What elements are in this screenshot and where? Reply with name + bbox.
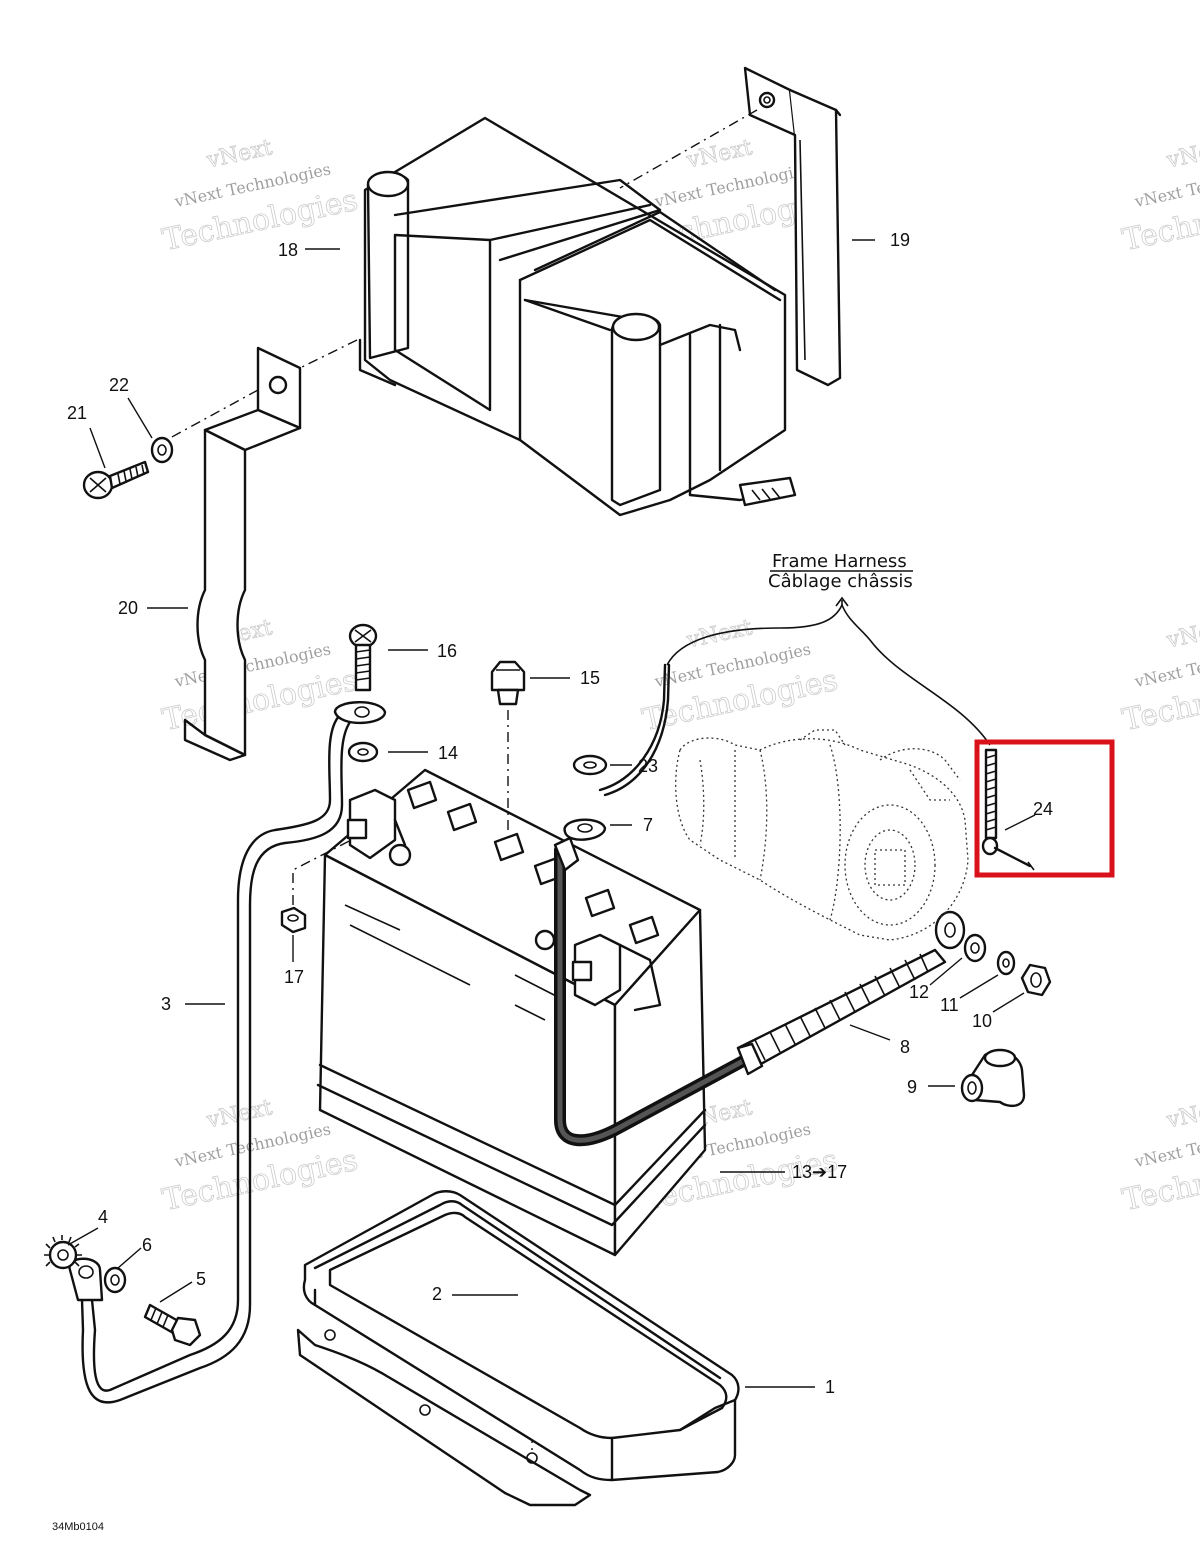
part-washer-11 bbox=[996, 950, 1016, 976]
part-washer-6 bbox=[103, 1266, 127, 1294]
part-strap-bracket bbox=[169, 346, 302, 762]
watermark: vNext vNext Technologies Technologies bbox=[639, 615, 841, 739]
callout-1: 1 bbox=[825, 1377, 835, 1397]
callout-9: 9 bbox=[907, 1077, 917, 1097]
callout-20: 20 bbox=[118, 598, 138, 618]
callout-22: 22 bbox=[109, 375, 129, 395]
part-ground-cable bbox=[68, 701, 387, 1404]
callout-6: 6 bbox=[142, 1235, 152, 1255]
watermark: vNext vNext Technologies Technologies bbox=[1119, 1095, 1200, 1219]
part-terminal-cover bbox=[960, 1048, 1026, 1108]
callout-10: 10 bbox=[972, 1011, 992, 1031]
callout-12: 12 bbox=[909, 982, 929, 1002]
watermark: vNext vNext Technologies Technologies bbox=[159, 135, 361, 259]
callout-13-17: 13➔17 bbox=[792, 1162, 847, 1182]
drawing-code: 34Mb0104 bbox=[52, 1521, 104, 1533]
callout-16: 16 bbox=[437, 641, 457, 661]
part-nut-17 bbox=[280, 837, 356, 934]
part-screw-21 bbox=[82, 460, 150, 500]
callout-21: 21 bbox=[67, 403, 87, 423]
svg-text:vNext: vNext bbox=[684, 135, 755, 173]
part-starter-motor bbox=[675, 729, 969, 941]
svg-text:vNext: vNext bbox=[1164, 1095, 1200, 1133]
part-harness-ring bbox=[572, 663, 671, 797]
highlight-box-24 bbox=[974, 739, 1115, 878]
part-support-bracket bbox=[619, 66, 842, 387]
callout-23: 23 bbox=[638, 756, 658, 776]
part-washer-14 bbox=[347, 741, 379, 763]
callout-3: 3 bbox=[161, 994, 171, 1014]
watermark: vNext vNext Technologies Technologies bbox=[1119, 135, 1200, 259]
part-bolt-24 bbox=[981, 748, 1035, 871]
callout-24: 24 bbox=[1033, 799, 1053, 819]
callout-15: 15 bbox=[580, 668, 600, 688]
part-washer-12 bbox=[963, 933, 987, 963]
part-positive-cable bbox=[553, 818, 966, 1147]
frame-harness-label-fr: Câblage châssis bbox=[768, 571, 913, 592]
callout-14: 14 bbox=[438, 743, 458, 763]
part-battery-tray bbox=[296, 1190, 740, 1507]
part-battery bbox=[316, 768, 707, 1257]
frame-harness-label-en: Frame Harness bbox=[772, 551, 907, 572]
callout-4: 4 bbox=[98, 1207, 108, 1227]
callout-17: 17 bbox=[284, 967, 304, 987]
frame-harness-brace bbox=[666, 570, 991, 746]
part-bolt-5 bbox=[143, 1303, 202, 1347]
part-star-washer-4 bbox=[44, 1235, 82, 1270]
callout-8: 8 bbox=[900, 1037, 910, 1057]
part-vent-fitting bbox=[490, 660, 526, 835]
callout-5: 5 bbox=[196, 1269, 206, 1289]
part-washer-22 bbox=[150, 436, 174, 464]
callout-19: 19 bbox=[890, 230, 910, 250]
watermark: vNext vNext Technologies Technologies bbox=[159, 615, 361, 739]
svg-text:vNext: vNext bbox=[684, 615, 755, 653]
watermark: vNext vNext Technologies Technologies bbox=[1119, 615, 1200, 739]
svg-text:vNext: vNext bbox=[1164, 135, 1200, 173]
callout-11: 11 bbox=[940, 995, 959, 1015]
svg-text:vNext: vNext bbox=[204, 135, 275, 173]
part-nut-10 bbox=[1020, 963, 1052, 997]
part-battery-cover bbox=[299, 116, 797, 517]
callout-18: 18 bbox=[278, 240, 298, 260]
callout-2: 2 bbox=[432, 1284, 442, 1304]
part-screw-16 bbox=[348, 623, 378, 692]
callouts: 1 2 3 4 5 6 7 8 9 10 11 12 13➔17 14 15 1… bbox=[67, 230, 1053, 1397]
leader-lines bbox=[67, 239, 1036, 1388]
callout-7: 7 bbox=[643, 815, 653, 835]
svg-text:vNext: vNext bbox=[1164, 615, 1200, 653]
